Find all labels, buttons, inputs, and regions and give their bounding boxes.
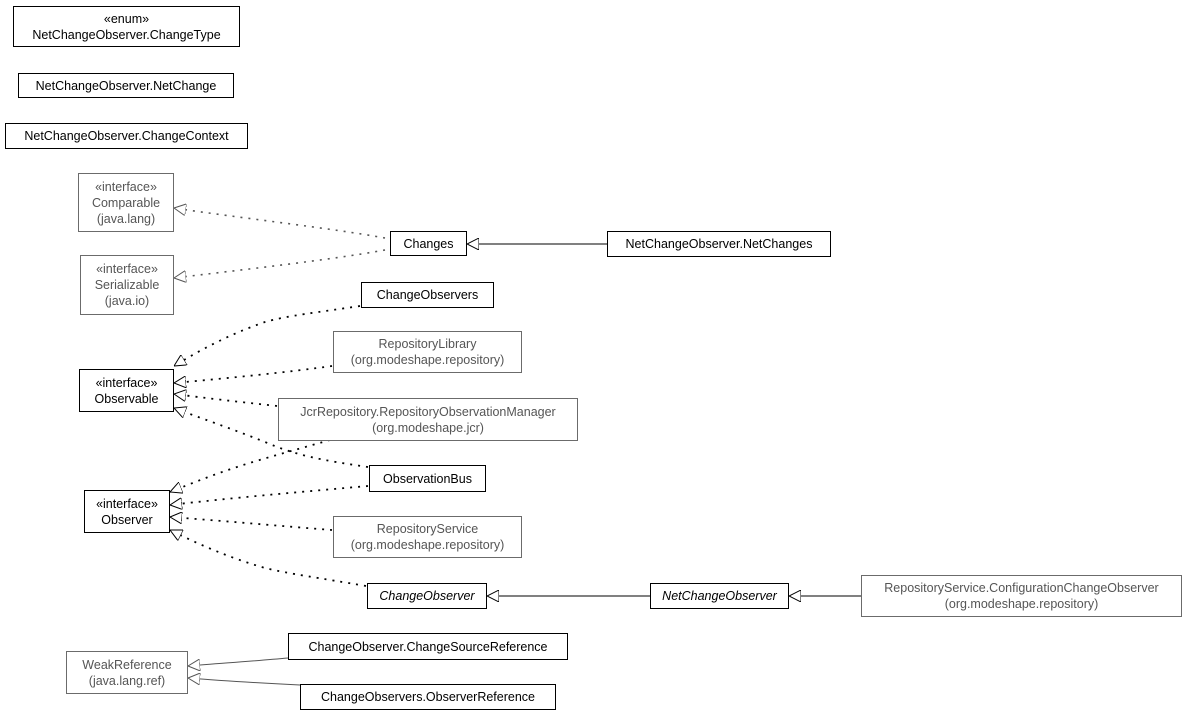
edge-observationmanager-implements-observer bbox=[170, 439, 331, 492]
class-name: Changes bbox=[403, 236, 454, 251]
class-name: RepositoryService bbox=[376, 522, 479, 536]
class-name: Comparable bbox=[91, 195, 161, 210]
package-label: (org.modeshape.repository) bbox=[944, 597, 1099, 611]
class-changeobservers-observerreference[interactable]: ChangeObservers.ObserverReference bbox=[300, 684, 556, 710]
interface-comparable[interactable]: «interface» Comparable (java.lang) bbox=[78, 173, 174, 232]
edge-changeobservers-implements-observable bbox=[174, 305, 361, 367]
package-label: (java.lang.ref) bbox=[88, 673, 166, 688]
class-netchangeobserver-netchange[interactable]: NetChangeObserver.NetChange bbox=[18, 73, 234, 98]
class-name: RepositoryService.ConfigurationChangeObs… bbox=[884, 581, 1159, 595]
edge-repositoryservice-implements-observer bbox=[170, 517, 333, 531]
class-weakreference[interactable]: WeakReference (java.lang.ref) bbox=[66, 651, 188, 694]
class-changes[interactable]: Changes bbox=[390, 231, 467, 256]
class-name: ObservationBus bbox=[383, 471, 472, 486]
package-label: (org.modeshape.repository) bbox=[350, 353, 505, 367]
class-name: ChangeObserver.ChangeSourceReference bbox=[308, 639, 548, 654]
stereotype-label: «enum» bbox=[103, 11, 150, 26]
interface-serializable[interactable]: «interface» Serializable (java.io) bbox=[80, 255, 174, 315]
class-name: Serializable bbox=[94, 278, 160, 292]
class-name: Observer bbox=[101, 512, 153, 527]
class-name: ChangeObservers.ObserverReference bbox=[321, 690, 535, 704]
edge-repositorylibrary-implements-observable bbox=[174, 365, 333, 383]
package-label: (org.modeshape.jcr) bbox=[372, 420, 484, 435]
stereotype-label: «interface» bbox=[96, 496, 158, 511]
stereotype-label: «interface» bbox=[95, 179, 157, 194]
class-netchangeobserver-netchanges[interactable]: NetChangeObserver.NetChanges bbox=[607, 231, 831, 257]
class-name: NetChangeObserver bbox=[662, 589, 777, 603]
class-repositorylibrary[interactable]: RepositoryLibrary (org.modeshape.reposit… bbox=[333, 331, 522, 373]
class-name: ChangeObserver bbox=[379, 589, 475, 603]
class-changeobserver-changesourcereference[interactable]: ChangeObserver.ChangeSourceReference bbox=[288, 633, 568, 660]
package-label: (java.lang) bbox=[96, 211, 156, 226]
class-repositoryservice-configurationchangeobserver[interactable]: RepositoryService.ConfigurationChangeObs… bbox=[861, 575, 1182, 617]
edge-observationmanager-implements-observable bbox=[174, 394, 278, 407]
class-jcrrepository-repositoryobservationmanager[interactable]: JcrRepository.RepositoryObservationManag… bbox=[278, 398, 578, 441]
class-name: JcrRepository.RepositoryObservationManag… bbox=[300, 404, 556, 419]
class-changeobserver[interactable]: ChangeObserver bbox=[367, 583, 487, 609]
class-changeobservers[interactable]: ChangeObservers bbox=[361, 282, 494, 308]
edge-changesourcereference-extends-weakreference bbox=[188, 657, 289, 666]
stereotype-label: «interface» bbox=[95, 375, 158, 390]
class-name: NetChangeObserver.NetChange bbox=[35, 78, 217, 93]
interface-observable[interactable]: «interface» Observable bbox=[79, 369, 174, 412]
package-label: (org.modeshape.repository) bbox=[350, 538, 505, 552]
edge-changes-implements-comparable bbox=[174, 208, 386, 239]
class-netchangeobserver-changecontext[interactable]: NetChangeObserver.ChangeContext bbox=[5, 123, 248, 149]
class-name: ChangeObservers bbox=[376, 288, 479, 302]
class-name: NetChangeObserver.NetChanges bbox=[625, 237, 813, 251]
edge-observationbus-implements-observer bbox=[170, 485, 369, 505]
stereotype-label: «interface» bbox=[96, 262, 158, 276]
class-netchangeobserver-changetype[interactable]: «enum» NetChangeObserver.ChangeType bbox=[13, 6, 240, 47]
class-name: WeakReference bbox=[82, 657, 172, 672]
package-label: (java.io) bbox=[104, 294, 150, 308]
class-name: Observable bbox=[94, 391, 159, 406]
edge-observerreference-extends-weakreference bbox=[188, 678, 301, 686]
class-netchangeobserver[interactable]: NetChangeObserver bbox=[650, 583, 789, 609]
class-repositoryservice[interactable]: RepositoryService (org.modeshape.reposit… bbox=[333, 516, 522, 558]
edge-changes-implements-serializable bbox=[174, 249, 386, 278]
class-name: RepositoryLibrary bbox=[378, 337, 477, 351]
class-observationbus[interactable]: ObservationBus bbox=[369, 465, 486, 492]
class-name: NetChangeObserver.ChangeType bbox=[32, 27, 221, 42]
interface-observer[interactable]: «interface» Observer bbox=[84, 490, 170, 533]
class-name: NetChangeObserver.ChangeContext bbox=[24, 129, 229, 143]
